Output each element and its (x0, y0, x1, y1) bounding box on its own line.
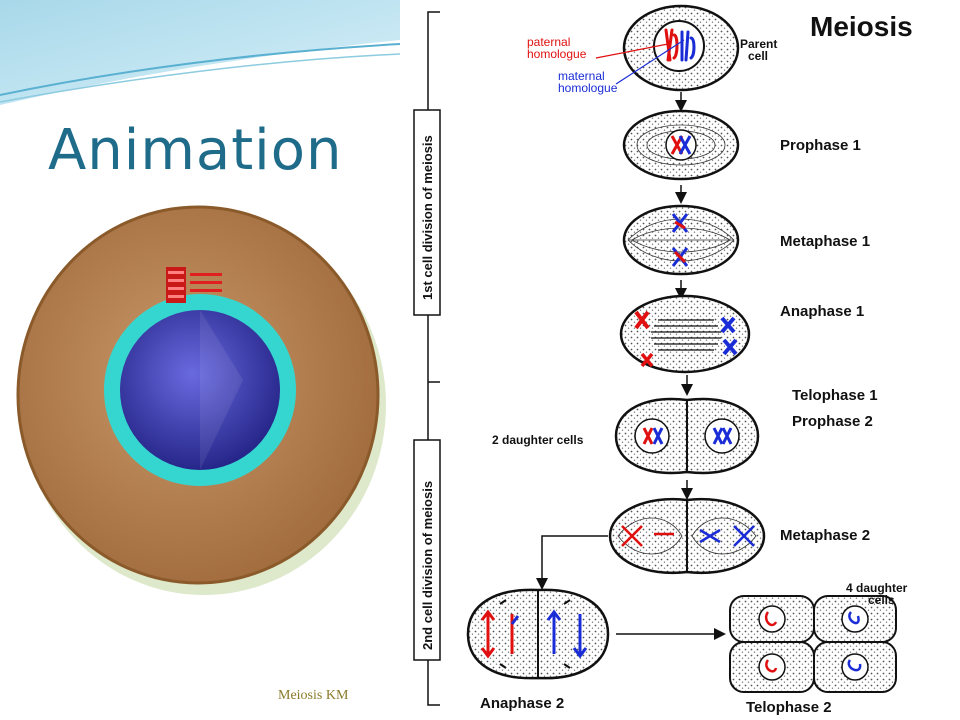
diagram-title: Meiosis (810, 11, 913, 42)
anaphase2-label: Anaphase 2 (480, 695, 564, 712)
first-division-label: 1st cell division of meiosis (420, 135, 435, 300)
metaphase2-label: Metaphase 2 (780, 527, 870, 544)
anaphase1-label: Anaphase 1 (780, 303, 864, 320)
second-division-label: 2nd cell division of meiosis (420, 481, 435, 650)
slide-title: Animation (48, 118, 343, 183)
anaphase2-cell (466, 588, 610, 680)
metaphase1-cell (622, 204, 740, 276)
nucleus (120, 310, 280, 470)
telophase2-cells (729, 595, 897, 693)
telophase1-label: Telophase 1 (792, 387, 878, 404)
two-daughter-cells-label: 2 daughter cells (492, 433, 584, 447)
header-wave-decoration (0, 0, 400, 105)
prophase1-cell (622, 109, 740, 181)
animation-cell-image (16, 205, 386, 595)
metaphase2-cell (608, 497, 766, 575)
anaphase1-cell (619, 294, 751, 374)
slide-footer: Meiosis KM (278, 688, 349, 703)
meiosis-diagram: 1st cell division of meiosis 2nd cell di… (413, 4, 913, 716)
metaphase1-label: Metaphase 1 (780, 233, 870, 250)
telophase1-cell (614, 397, 760, 475)
parent-cell (622, 4, 740, 92)
prophase2-label: Prophase 2 (792, 413, 873, 430)
second-division-box (413, 439, 441, 661)
first-division-box (413, 109, 441, 316)
prophase1-label: Prophase 1 (780, 137, 861, 154)
division-bracket (427, 11, 440, 706)
telophase2-label: Telophase 2 (746, 699, 832, 716)
chromosome-cluster (166, 267, 222, 303)
